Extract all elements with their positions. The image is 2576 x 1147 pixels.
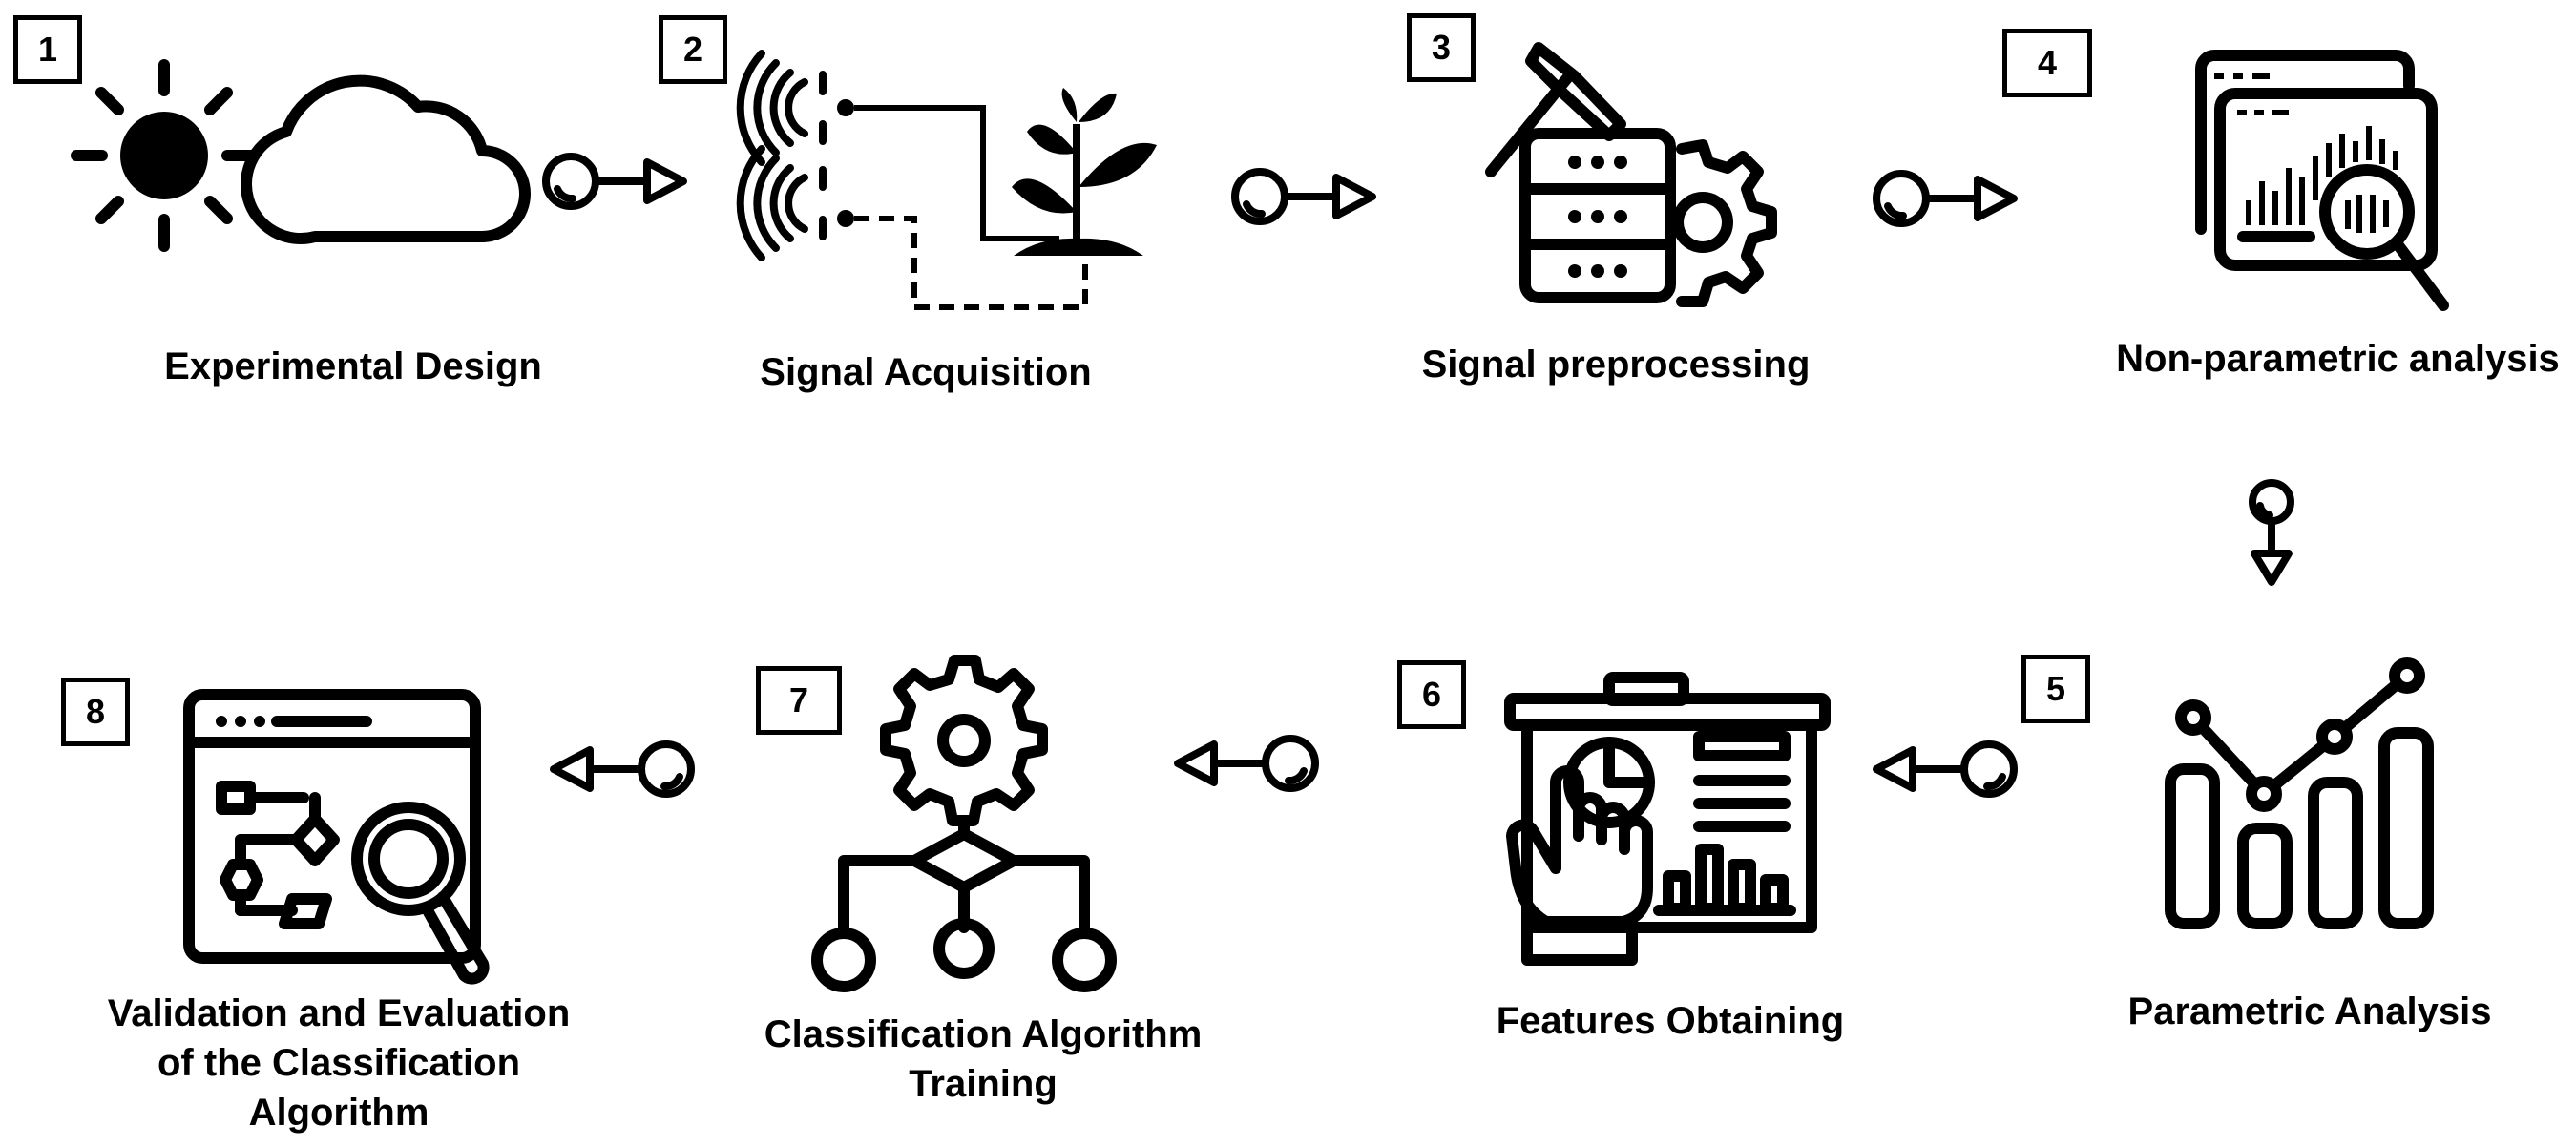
signal-plant-icon	[736, 50, 1157, 310]
presentation-board-icon	[1504, 672, 1831, 966]
step-label: Signal Acquisition	[760, 351, 1092, 393]
step-label: Classification Algorithm Training	[764, 1013, 1203, 1105]
step-number-badge: 2	[659, 15, 727, 84]
step-label: Signal preprocessing	[1421, 344, 1811, 386]
step-label: Non-parametric analysis	[2116, 338, 2560, 380]
cloud-icon	[240, 74, 531, 244]
pin-arrow-icon	[1873, 740, 2018, 798]
pin-arrow-icon	[1231, 168, 1376, 225]
step-label: Features Obtaining	[1496, 1000, 1845, 1042]
step-number-badge: 7	[756, 666, 842, 735]
pin-arrow-icon	[542, 153, 687, 210]
step-label: Validation and Evaluation of the Classif…	[107, 992, 571, 1134]
step-number-badge: 1	[13, 15, 82, 84]
pin-arrow-icon	[2249, 479, 2294, 586]
step-number-badge: 5	[2021, 655, 2090, 723]
gear-tree-icon	[811, 655, 1117, 992]
sun-icon	[71, 59, 260, 252]
step-number-badge: 8	[61, 678, 130, 746]
step-number-badge: 6	[1397, 660, 1466, 729]
pin-arrow-icon	[1174, 735, 1319, 792]
step-label: Experimental Design	[164, 345, 542, 387]
pin-arrow-icon	[550, 740, 695, 798]
step-label: Parametric Analysis	[2127, 991, 2492, 1032]
server-gear-icon	[1485, 42, 1777, 307]
step-number-badge: 3	[1407, 13, 1476, 82]
flowchart-magnifier-icon	[183, 689, 490, 985]
chart-magnifier-icon	[2195, 50, 2449, 311]
pin-arrow-icon	[1873, 170, 2018, 227]
step-number-badge: 4	[2002, 29, 2092, 97]
